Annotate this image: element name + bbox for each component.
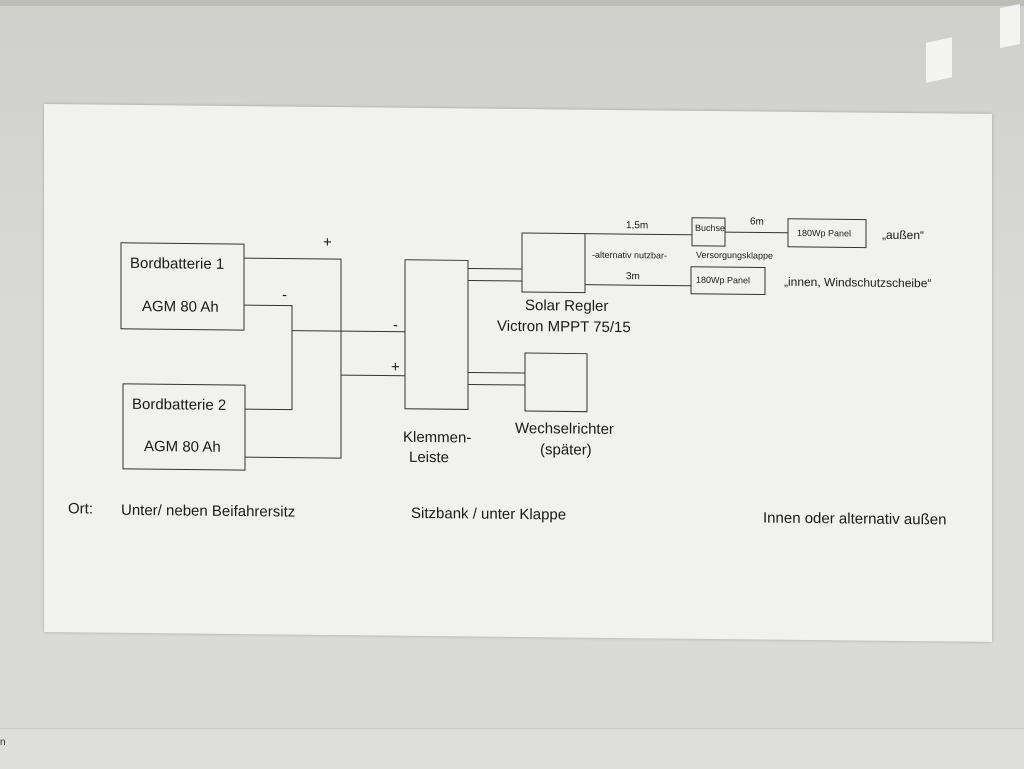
battery-1-box (120, 242, 245, 331)
location-batteries: Unter/ neben Beifahrersitz (121, 501, 296, 521)
diagram-document: Bordbatterie 1 AGM 80 Ah Bordbatterie 2 … (44, 104, 992, 642)
minus-sign-mid: - (393, 316, 398, 334)
plus-feed-line (341, 374, 405, 377)
plus-bus-line (244, 257, 342, 459)
inverter-box (524, 352, 588, 413)
battery-2-type: AGM 80 Ah (144, 438, 221, 456)
terminal-block-label-1: Klemmen- (403, 428, 472, 447)
panel-in-label: 180Wp Panel (696, 274, 751, 286)
solar-controller-box (521, 232, 586, 294)
taskbar-strip: n (0, 728, 1024, 769)
solar-controller-label-2: Victron MPPT 75/15 (497, 317, 631, 337)
wiring-lines (120, 217, 867, 471)
screen-glare (926, 37, 952, 83)
terminal-block-label-2: Leiste (409, 448, 450, 467)
screen-glare-2 (1000, 3, 1020, 49)
socket-label: Buchse (695, 222, 726, 234)
location-prefix: Ort: (68, 500, 93, 518)
minus-bus-line (244, 304, 293, 411)
battery-1-name: Bordbatterie 1 (130, 254, 225, 273)
inverter-label-1: Wechselrichter (515, 419, 614, 438)
cable-length-3m: 3m (626, 271, 640, 283)
battery-1-type: AGM 80 Ah (142, 298, 219, 316)
minus-sign-top: - (282, 286, 287, 304)
solar-controller-label-1: Solar Regler (525, 297, 609, 315)
location-panels: Innen oder alternativ außen (763, 509, 947, 529)
battery-2-box (122, 383, 246, 471)
plus-sign-top: + (323, 233, 332, 252)
socket-sublabel: Versorgungsklappe (696, 249, 774, 261)
alternative-label: -alternativ nutzbar- (592, 249, 668, 261)
plus-sign-mid: + (391, 358, 400, 376)
battery-2-name: Bordbatterie 2 (132, 395, 227, 414)
cable-length-6m: 6m (750, 216, 764, 228)
monitor-bezel (0, 0, 1024, 6)
taskbar-text-fragment: n (0, 737, 6, 748)
location-middle: Sitzbank / unter Klappe (411, 504, 567, 524)
minus-feed-line (292, 330, 405, 333)
panel-out-label: 180Wp Panel (797, 227, 852, 239)
cable-length-1-5m: 1,5m (626, 220, 649, 232)
panel-in-box (690, 266, 766, 296)
panel-out-note: „außen“ (882, 227, 925, 243)
panel-in-note: „innen, Windschutzscheibe“ (784, 274, 932, 291)
inverter-label-2: (später) (540, 441, 592, 459)
terminal-block-box (404, 259, 469, 410)
